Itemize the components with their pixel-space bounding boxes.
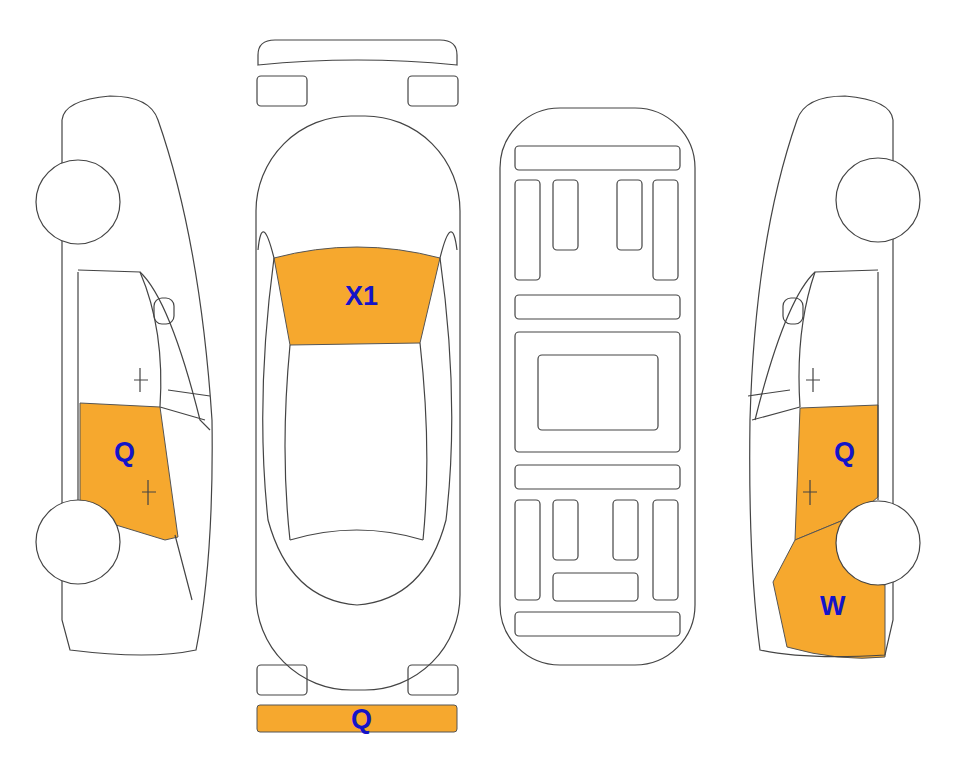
damage-areas xyxy=(80,247,885,732)
underbody-view xyxy=(500,108,695,665)
damage-code: Q xyxy=(114,439,135,466)
right-side-view xyxy=(748,96,920,657)
damage-code: Q xyxy=(351,706,372,733)
top-view xyxy=(256,40,460,695)
damage-code: W xyxy=(820,593,845,620)
damage-code: Q xyxy=(834,439,855,466)
left-side-view xyxy=(36,96,212,655)
damage-code: X1 xyxy=(345,283,378,310)
